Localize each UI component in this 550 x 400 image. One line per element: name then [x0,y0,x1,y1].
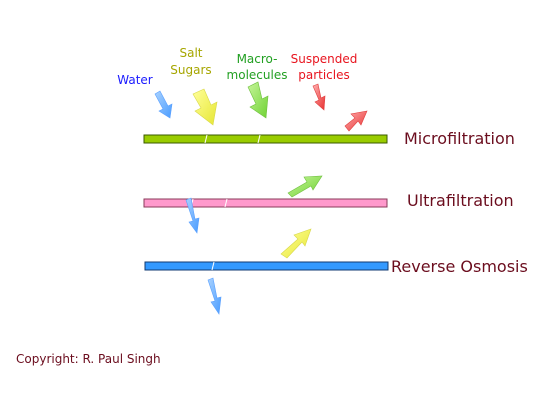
macromolecules-legend-label-line1: Macro- [236,52,278,66]
macromolecules-legend-arrow [247,81,269,119]
sugars-legend-label: Sugars [170,63,212,77]
macromolecules-legend-label-line2: molecules [226,68,288,82]
reverse-osmosis-water-arrow [207,277,222,315]
suspended-particles-legend-arrow [312,83,326,111]
microfiltration-pore [257,134,261,144]
water-legend-arrow [154,90,173,119]
microfiltration-rejected-arrow [344,110,368,132]
suspended-legend-label-line1: Suspended [290,52,358,66]
copyright-text: Copyright: R. Paul Singh [16,352,161,366]
microfiltration-pore [204,134,208,144]
salt-legend-label: Salt [179,46,203,60]
reverse-osmosis-label: Reverse Osmosis [391,257,528,276]
ultrafiltration-label: Ultrafiltration [407,191,514,210]
ultrafiltration-pore [224,198,228,208]
reverse-osmosis-rejected-arrow [280,228,312,259]
water-legend-label: Water [117,73,153,87]
microfiltration-label: Microfiltration [404,129,515,148]
reverse-osmosis-pore [211,261,215,271]
ultrafiltration-membrane [143,198,388,208]
reverse-osmosis-membrane [144,261,389,271]
suspended-legend-label-line2: particles [298,68,350,82]
ultrafiltration-water-arrow [185,197,200,234]
microfiltration-membrane [143,134,388,144]
salt-sugars-legend-arrow [192,88,218,126]
ultrafiltration-rejected-arrow [287,175,323,198]
